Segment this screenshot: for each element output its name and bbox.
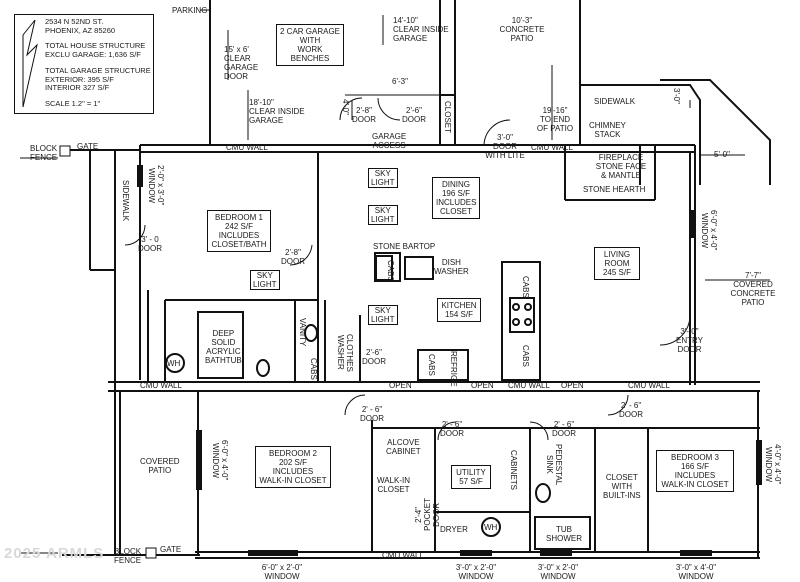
label-cabs-2: CABS [521,276,530,298]
label-wh-2: WH [484,523,498,532]
label-cabinets: CABINETS [509,450,518,491]
label-dim-3-top: 3'-0" [672,88,681,104]
label-window-right2: 4'-0" x 4'-0" WINDOW [764,444,782,485]
label-block-fence-bottom: BLOCK FENCE [114,547,142,565]
label-door-28b: 2'-8" DOOR [281,248,305,266]
room-garage: 2 CAR GARAGE WITH WORK BENCHES [276,24,344,66]
label-fireplace: FIREPLACE STONE FACE & MANTLE [595,153,647,180]
label-cmu-wall-4: CMU WALL [508,381,550,390]
legend-city: PHOENIX, AZ 85260 [45,26,116,35]
label-deep-tub: DEEP SOLID ACRYLIC BATHTUB [205,329,242,365]
label-cmu-wall-5: CMU WALL [628,381,670,390]
label-skylight-2: SKY LIGHT [368,205,398,225]
label-cmu-wall-bottom: CMU WALL [382,551,424,560]
label-dishwasher: DISH WASHER [434,258,469,276]
label-covered-patio-right: 7'-7" COVERED CONCRETE PATIO [730,271,776,307]
label-window-b1: 6'-0" x 2'-0" WINDOW [261,563,303,581]
legend-garage: TOTAL GARAGE STRUCTURE EXTERIOR: 395 S/F… [45,66,151,92]
label-cabs-3: CABS [521,345,530,367]
label-garage-clear-side: 18'-10" CLEAR INSIDE GARAGE [249,98,305,125]
label-cmu-wall-3: CMU WALL [140,381,182,390]
label-door-26e: 2' - 6" DOOR [552,420,576,438]
label-cmu-wall-2: CMU WALL [531,143,573,152]
legend-house: TOTAL HOUSE STRUCTURE EXCLU GARAGE: 1,63… [45,41,146,59]
label-cabs-4: CABS [309,358,318,380]
label-door-30-left: 3' - 0 DOOR [138,235,162,253]
legend-street: 2534 N 52ND ST. [45,17,104,26]
label-vanity: VANITY [298,318,307,347]
label-dim-40: 4'-0" [341,99,350,115]
label-window-b3: 3'-0" x 2'-0" WINDOW [537,563,579,581]
label-skylight-1: SKY LIGHT [368,168,398,188]
label-garage-clear-top: 14'-10" CLEAR INSIDE GARAGE [393,16,449,43]
label-door-26b: 2'-6" DOOR [362,348,386,366]
label-window-b4: 3'-0" x 4'-0" WINDOW [675,563,717,581]
label-patio: 10'-3" CONCRETE PATIO [499,16,545,43]
label-window-b2: 3'-0" x 2'-0" WINDOW [455,563,497,581]
room-kitchen: KITCHEN 154 S/F [437,298,481,322]
label-pedestal-sink: PEDESTAL SINK [545,444,563,486]
label-cmu-wall-1: CMU WALL [226,143,268,152]
room-utility: UTILITY 57 S/F [451,465,491,489]
label-closet-builtins: CLOSET WITH BUILT-INS [603,473,641,500]
label-dim-63: 6'-3" [392,77,408,86]
north-arrow-icon [22,19,38,108]
label-garage-door: 15' x 6' CLEAR GARAGE DOOR [224,45,259,81]
label-hearth: STONE HEARTH [583,185,646,194]
label-window-left1: 2'-0" x 3'-0" WINDOW [147,165,165,206]
label-pocket-door: 2'-4" POCKET DOOR [414,498,441,531]
label-door-26d: 2' - 6" DOOR [440,420,464,438]
label-cabs-5: CABS [427,354,436,376]
label-refrige: REFRIGE [449,351,458,387]
legend-scale: SCALE 1.2" = 1" [45,99,101,108]
label-skylight-3: SKY LIGHT [250,270,280,290]
room-bedroom1: BEDROOM 1 242 S/F INCLUDES CLOSET/BATH [207,210,271,252]
label-wh-1: WH [167,359,181,368]
label-alcove: ALCOVE CABINET [386,438,421,456]
label-stone-bartop: STONE BARTOP [373,242,436,251]
label-garage-access: GARAGE ACCESS [372,132,407,150]
label-open-2: OPEN [471,381,494,390]
label-door-28a: 2'-8" DOOR [352,106,376,124]
label-end-patio: 19'-16" TO END OF PATIO [536,106,574,133]
label-covered-patio-left: COVERED PATIO [140,457,180,475]
label-door-26f: 2' - 6" DOOR [619,401,643,419]
label-open-1: OPEN [389,381,412,390]
room-bedroom2: BEDROOM 2 202 S/F INCLUDES WALK-IN CLOSE… [255,446,331,488]
label-open-3: OPEN [561,381,584,390]
label-door-26c: 2' - 6" DOOR [360,405,384,423]
label-clothes-washer: CLOTHES WASHER [336,334,354,372]
watermark: 2025 ARMLS [4,545,105,562]
label-entry-door: 3'- 0" ENTRY DOOR [676,327,703,354]
label-gate-bottom: GATE [160,545,182,554]
label-gate-top: GATE [77,142,99,151]
room-bedroom3: BEDROOM 3 166 S/F INCLUDES WALK-IN CLOSE… [656,450,734,492]
legend-box: 2534 N 52ND ST. PHOENIX, AZ 85260 TOTAL … [14,14,154,114]
label-dim-5: 5'-0" [714,150,730,159]
label-sidewalk-top: SIDEWALK [594,97,636,106]
room-dining: DINING 196 S/F INCLUDES CLOSET [432,177,480,219]
label-block-fence-top: BLOCK FENCE [30,144,58,162]
label-closet: CLOSET [443,101,452,134]
label-tub-shower: TUB SHOWER [546,525,582,543]
label-sidewalk-left: SIDEWALK [121,180,130,222]
label-cabs-1: CABS [386,260,395,282]
label-chimney: CHIMNEY STACK [589,121,626,139]
label-window-right: 6'-0" x 4'-0" WINDOW [700,210,718,251]
label-door-lite: 3'-0" DOOR WITH LITE [485,133,525,160]
label-parking: PARKING [172,6,208,15]
label-dryer: DRYER [440,525,468,534]
label-window-bed2: 6'-0" x 4'-0" WINDOW [211,440,229,481]
label-walkin-closet: WALK-IN CLOSET [377,476,411,494]
label-skylight-4: SKY LIGHT [368,305,398,325]
label-door-26a: 2'-6" DOOR [402,106,426,124]
room-living: LIVING ROOM 245 S/F [594,247,640,280]
